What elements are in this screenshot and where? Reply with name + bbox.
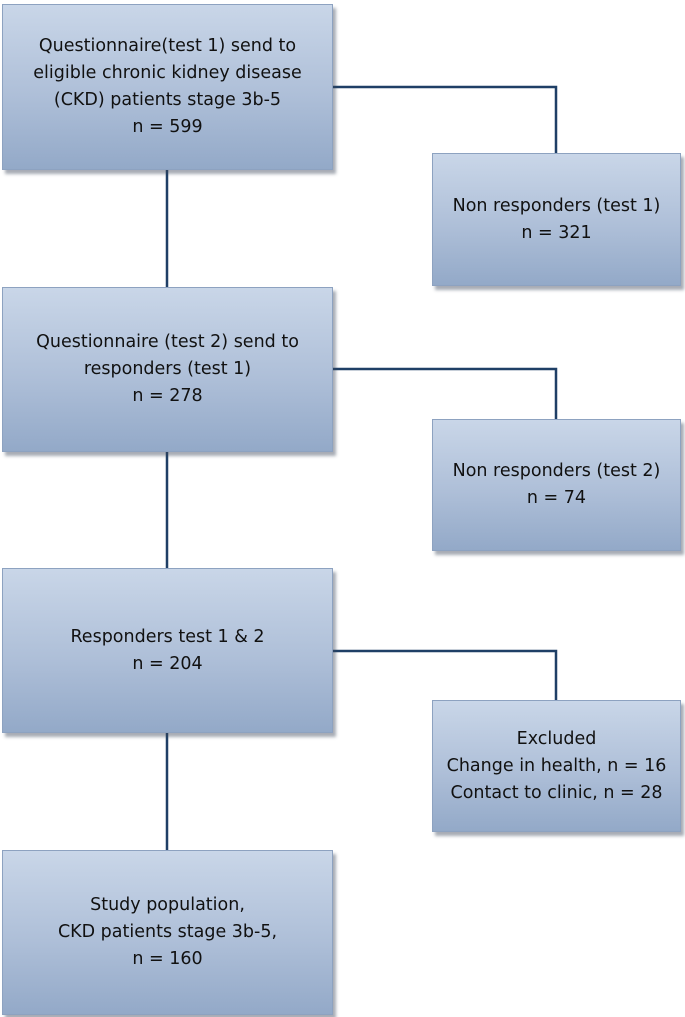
box-line: n = 321	[521, 222, 592, 243]
box-line: n = 74	[526, 488, 587, 508]
box-line: Non responders (test 2)	[452, 461, 661, 481]
box-line: responders (test 1)	[83, 359, 252, 379]
box-questionnaire-test1: Questionnaire(test 1) send to eligible c…	[2, 4, 333, 170]
box-line: n = 278	[132, 386, 203, 406]
connector-to-side-1	[333, 85, 558, 153]
box-line: Non responders (test 1)	[452, 195, 661, 216]
box-questionnaire-test2: Questionnaire (test 2) send to responder…	[2, 287, 333, 452]
box-line: Questionnaire(test 1) send to	[38, 36, 297, 56]
box-non-responders-test1: Non responders (test 1) n = 321	[432, 153, 681, 286]
box-line: Responders test 1 & 2	[70, 626, 265, 647]
box-line: n = 204	[132, 653, 203, 674]
box-line: (CKD) patients stage 3b-5	[53, 90, 282, 110]
box-line: Change in health, n = 16	[446, 755, 667, 776]
box-responders-test1-2: Responders test 1 & 2 n = 204	[2, 568, 333, 733]
box-line: Questionnaire (test 2) send to	[36, 332, 299, 352]
box-non-responders-test2: Non responders (test 2) n = 74	[432, 419, 681, 551]
box-line: Study population,	[90, 895, 245, 915]
box-line: Contact to clinic, n = 28	[450, 782, 663, 803]
connector-to-side-3	[333, 649, 558, 700]
box-line: CKD patients stage 3b-5,	[57, 922, 278, 942]
box-line: n = 160	[132, 949, 203, 969]
box-line: eligible chronic kidney disease	[33, 63, 302, 83]
box-line: Excluded	[516, 728, 597, 749]
connector-to-side-2	[333, 367, 558, 419]
box-excluded: Excluded Change in health, n = 16 Contac…	[432, 700, 681, 832]
box-study-population: Study population, CKD patients stage 3b-…	[2, 850, 333, 1015]
box-line: n = 599	[132, 117, 203, 137]
